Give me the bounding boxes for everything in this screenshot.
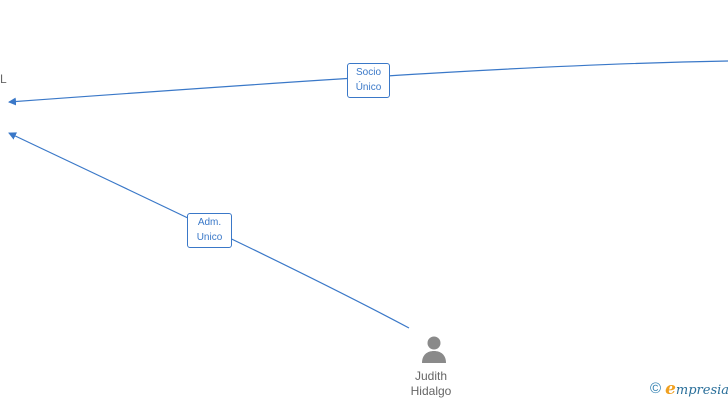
brand-name-rest: mpresia xyxy=(675,383,728,398)
person-icon[interactable] xyxy=(418,333,450,365)
company-node-label[interactable]: L xyxy=(0,72,7,86)
person-node-name[interactable]: Judith Hidalgo xyxy=(410,369,452,398)
edge-label-socio-unico[interactable]: Socio Único xyxy=(347,63,390,98)
copyright-symbol: © xyxy=(650,380,662,397)
edge-label-adm-unico[interactable]: Adm. Unico xyxy=(187,213,232,248)
edge-socio-unico[interactable] xyxy=(8,60,728,106)
brand-first-letter: e xyxy=(665,379,676,399)
